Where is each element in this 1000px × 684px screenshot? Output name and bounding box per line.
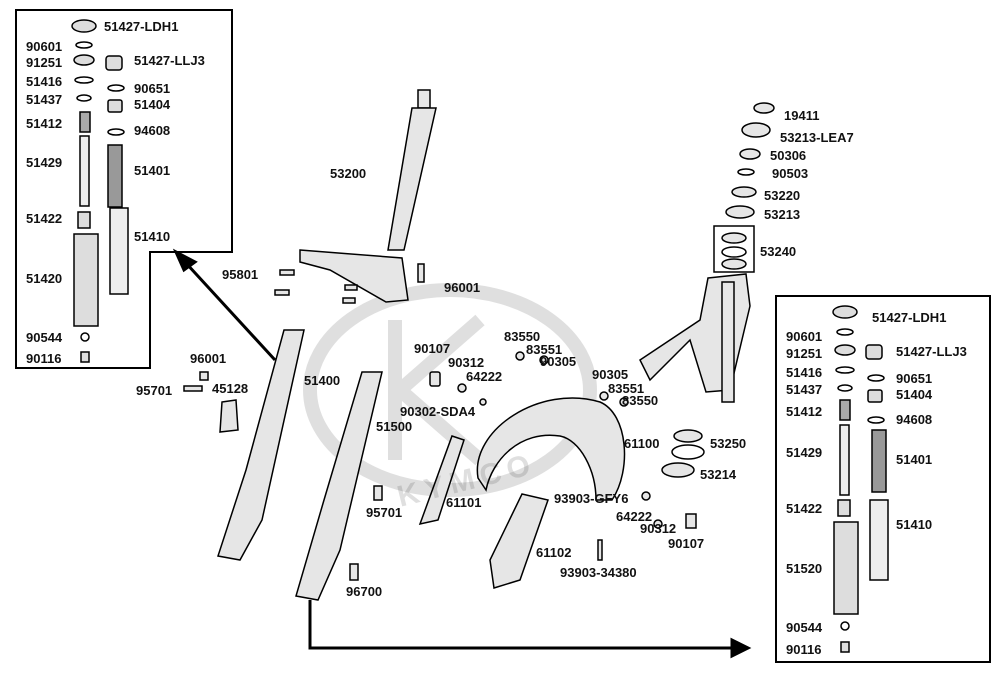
callout-label: 96700 bbox=[346, 584, 383, 599]
callout-label: 94608 bbox=[134, 123, 171, 138]
left-inset-parts bbox=[71, 19, 129, 363]
callout-label: 95701 bbox=[366, 505, 403, 520]
callout-label: 83551 bbox=[608, 381, 645, 396]
callout-label: 94608 bbox=[896, 412, 933, 427]
main-assembly-parts bbox=[183, 89, 775, 601]
callout-label: 53220 bbox=[764, 188, 801, 203]
callout-label: 51429 bbox=[26, 155, 63, 170]
callout-label: 51400 bbox=[304, 373, 341, 388]
callout-label: 83550 bbox=[504, 329, 541, 344]
callout-label: 51404 bbox=[134, 97, 171, 112]
callout-label: 53200 bbox=[330, 166, 367, 181]
callout-label: 51412 bbox=[26, 116, 63, 131]
callout-label: 53240 bbox=[760, 244, 797, 259]
arrow-to-left-inset bbox=[172, 248, 277, 362]
callout-label: 90305 bbox=[592, 367, 629, 382]
callout-label: 51422 bbox=[26, 211, 63, 226]
callout-label: 51410 bbox=[134, 229, 171, 244]
callout-label: 90651 bbox=[896, 371, 933, 386]
callout-label: 90107 bbox=[414, 341, 451, 356]
callout-label: 95801 bbox=[222, 267, 259, 282]
callout-label: 93903-34380 bbox=[560, 565, 637, 580]
callout-label: 96001 bbox=[190, 351, 227, 366]
callout-label: 51404 bbox=[896, 387, 933, 402]
callout-label: 51500 bbox=[376, 419, 413, 434]
callout-label: 19411 bbox=[784, 108, 820, 123]
kymco-watermark-logo bbox=[303, 283, 597, 497]
callout-label: 90503 bbox=[772, 166, 809, 181]
callout-label: 90107 bbox=[668, 536, 705, 551]
callout-label: 50306 bbox=[770, 148, 807, 163]
callout-label: 90651 bbox=[134, 81, 171, 96]
callout-label: 90544 bbox=[786, 620, 823, 635]
callout-label: 51420 bbox=[26, 271, 63, 286]
callout-label: 90305 bbox=[540, 354, 577, 369]
callout-label: 51437 bbox=[786, 382, 823, 397]
right-inset-frame bbox=[775, 295, 991, 663]
callout-label: 45128 bbox=[212, 381, 249, 396]
callout-label: 51401 bbox=[896, 452, 933, 467]
callout-label: 91251 bbox=[26, 55, 63, 70]
callout-label: 83551 bbox=[526, 342, 563, 357]
callout-label: 90544 bbox=[26, 330, 63, 345]
callout-label: 61102 bbox=[536, 545, 572, 560]
callout-label: 51412 bbox=[786, 404, 823, 419]
callout-label: 51429 bbox=[786, 445, 823, 460]
callout-label: 51427-LDH1 bbox=[104, 19, 179, 34]
callout-label: 61100 bbox=[624, 436, 660, 451]
callout-label: 53214 bbox=[700, 467, 737, 482]
callout-label: 53250 bbox=[710, 436, 747, 451]
callout-label: 96001 bbox=[444, 280, 481, 295]
callout-label: 83550 bbox=[622, 393, 659, 408]
callout-label: 51427-LLJ3 bbox=[134, 53, 205, 68]
left-inset-frame bbox=[15, 9, 233, 369]
callout-label: 51401 bbox=[134, 163, 171, 178]
callout-label: 90601 bbox=[26, 39, 63, 54]
callout-label: 90116 bbox=[786, 642, 822, 657]
callout-label: 51416 bbox=[26, 74, 63, 89]
callout-label: 90116 bbox=[26, 351, 62, 366]
callout-label: 93903-GFY6 bbox=[554, 491, 629, 506]
callout-label: 51422 bbox=[786, 501, 823, 516]
callout-label: 51520 bbox=[786, 561, 823, 576]
callout-label: 90312 bbox=[640, 521, 677, 536]
callout-label: 61101 bbox=[446, 495, 482, 510]
callout-label: 53213-LEA7 bbox=[780, 130, 854, 145]
right-inset-parts bbox=[832, 305, 889, 653]
callout-label: 90312 bbox=[448, 355, 485, 370]
callout-label: 51427-LLJ3 bbox=[896, 344, 967, 359]
callout-label: 51416 bbox=[786, 365, 823, 380]
callout-label: 51410 bbox=[896, 517, 933, 532]
callout-label: 51437 bbox=[26, 92, 63, 107]
callout-label: 90302-SDA4 bbox=[400, 404, 476, 419]
callout-label: 90601 bbox=[786, 329, 823, 344]
callout-label: 53213 bbox=[764, 207, 801, 222]
callout-label: 91251 bbox=[786, 346, 823, 361]
callout-label: 51427-LDH1 bbox=[872, 310, 947, 325]
callout-label: 64222 bbox=[466, 369, 503, 384]
callout-label: 64222 bbox=[616, 509, 653, 524]
arrow-to-right-inset bbox=[308, 600, 752, 659]
callout-label: 95701 bbox=[136, 383, 173, 398]
